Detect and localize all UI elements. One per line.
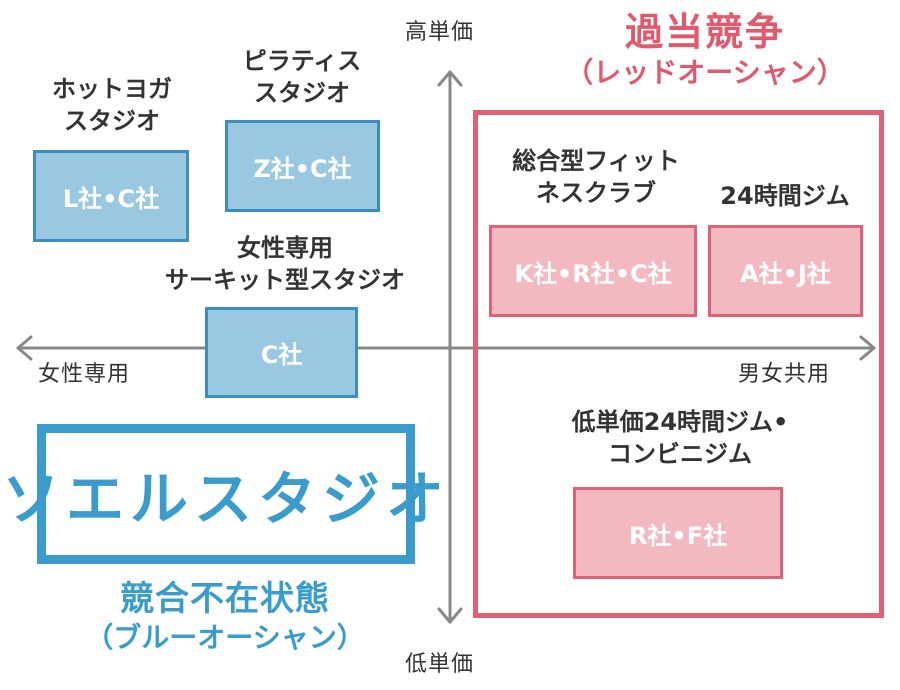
logo-text: ソエルスタジオ	[2, 465, 451, 533]
category-label: ホットヨガ	[52, 75, 172, 103]
category-label: ネスクラブ	[536, 179, 656, 207]
axis-label-left: 女性専用	[38, 362, 131, 387]
blue-ocean-title-main: 競合不在状態	[120, 579, 330, 619]
category-label: 女性専用	[237, 234, 333, 262]
company-box-pilates: Z社•C社	[225, 120, 380, 212]
company-box-circuit: C社	[205, 307, 358, 398]
company-box-low-cost: R社•F社	[573, 487, 783, 579]
category-circuit: 女性専用 サーキット型スタジオ	[120, 232, 450, 296]
arrow-left-icon	[16, 335, 33, 361]
axis-label-top: 高単価	[405, 20, 475, 45]
category-label: 総合型フィット	[512, 147, 680, 175]
category-gym24: 24時間ジム	[700, 180, 870, 212]
category-hot-yoga: ホットヨガ スタジオ	[22, 73, 202, 137]
category-label: ピラティス	[242, 47, 362, 75]
axis-label-bottom: 低単価	[405, 652, 475, 677]
arrow-down-icon	[437, 607, 463, 624]
category-label: 低単価24時間ジム•	[571, 408, 789, 436]
category-label: スタジオ	[64, 107, 160, 135]
category-label: スタジオ	[254, 79, 350, 107]
company-box-gym24: A社•J社	[708, 225, 863, 317]
red-ocean-title: 過当競争 （レッドオーシャン）	[560, 8, 850, 90]
arrow-up-icon	[437, 70, 463, 87]
blue-ocean-title-sub: （ブルーオーシャン）	[85, 621, 365, 654]
red-ocean-frame	[473, 110, 884, 618]
company-box-hot-yoga: L社•C社	[33, 150, 189, 242]
category-label: コンビニジム	[608, 440, 752, 468]
category-pilates: ピラティス スタジオ	[212, 45, 392, 109]
red-ocean-title-main: 過当競争	[624, 10, 785, 54]
company-box-fitness-club: K社•R社•C社	[489, 225, 697, 317]
category-fitness-club: 総合型フィット ネスクラブ	[476, 145, 716, 209]
red-ocean-title-sub: （レッドオーシャン）	[565, 56, 845, 89]
soel-studio-logo: ソエルスタジオ	[2, 424, 444, 564]
category-label: 24時間ジム	[720, 182, 850, 210]
axis-label-right: 男女共用	[738, 362, 831, 387]
category-label: サーキット型スタジオ	[165, 266, 405, 294]
blue-ocean-title: 競合不在状態 （ブルーオーシャン）	[40, 578, 410, 656]
arrow-right-icon	[859, 335, 876, 361]
category-low-cost: 低単価24時間ジム• コンビニジム	[530, 406, 830, 470]
